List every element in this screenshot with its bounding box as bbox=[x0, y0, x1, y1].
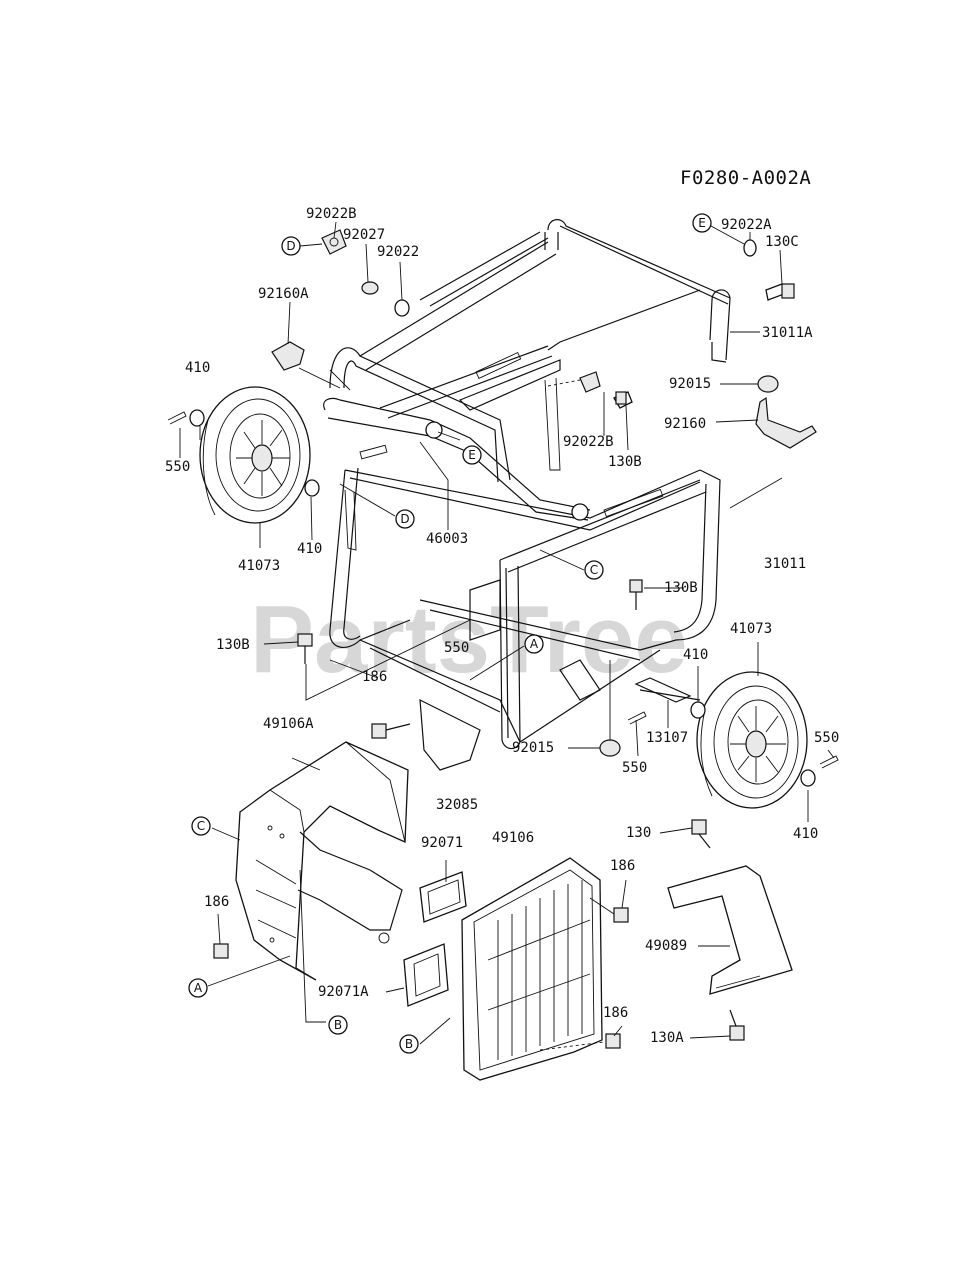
gasket-92071A bbox=[403, 943, 449, 1007]
part-label: 130B bbox=[664, 580, 698, 596]
handle-bar-46003 bbox=[323, 397, 591, 521]
heat-shield-49089 bbox=[667, 865, 793, 995]
diagram-id: F0280-A002A bbox=[680, 167, 811, 189]
svg-text:B: B bbox=[405, 1037, 413, 1051]
muffler-cover-49106A bbox=[235, 741, 409, 981]
part-label: 92160A bbox=[258, 286, 309, 302]
part-label: 186 bbox=[610, 858, 635, 874]
part-label: 92071A bbox=[318, 984, 369, 1000]
part-label: 550 bbox=[622, 760, 647, 776]
hardware-parts bbox=[167, 229, 839, 1049]
svg-text:D: D bbox=[400, 512, 409, 526]
marker-E-top: E bbox=[692, 213, 745, 245]
svg-text:C: C bbox=[590, 563, 598, 577]
marker-B-left: B bbox=[399, 1034, 419, 1054]
part-label: 41073 bbox=[730, 621, 772, 637]
skid-plate-32085 bbox=[419, 698, 481, 771]
part-label: 92015 bbox=[669, 376, 711, 392]
right-wheel-41073 bbox=[696, 671, 808, 809]
part-label: 550 bbox=[814, 730, 839, 746]
part-label: 410 bbox=[683, 647, 708, 663]
part-label: 31011 bbox=[764, 556, 806, 572]
part-label: 49089 bbox=[645, 938, 687, 954]
svg-text:D: D bbox=[286, 239, 295, 253]
part-label: 410 bbox=[185, 360, 210, 376]
part-label: 186 bbox=[603, 1005, 628, 1021]
left-wheel-41073 bbox=[199, 386, 311, 524]
part-label: 410 bbox=[793, 826, 818, 842]
part-label: 92022 bbox=[377, 244, 419, 260]
part-label: 49106 bbox=[492, 830, 534, 846]
marker-B-mid: B bbox=[328, 1015, 348, 1035]
part-label: 46003 bbox=[426, 531, 468, 547]
svg-text:A: A bbox=[530, 637, 539, 651]
part-label: 130A bbox=[650, 1030, 684, 1046]
part-label: 92022B bbox=[563, 434, 614, 450]
marker-A-mid: A bbox=[524, 634, 544, 654]
part-label: 550 bbox=[444, 640, 469, 656]
part-label: 41073 bbox=[238, 558, 280, 574]
svg-text:B: B bbox=[334, 1018, 342, 1032]
part-label: 92015 bbox=[512, 740, 554, 756]
leader-lines bbox=[179, 221, 835, 1051]
marker-D-mid: D bbox=[395, 509, 415, 529]
part-label: 550 bbox=[165, 459, 190, 475]
part-label: 92160 bbox=[664, 416, 706, 432]
part-label: 130C bbox=[765, 234, 799, 250]
part-label: 130 bbox=[626, 825, 651, 841]
part-label: 186 bbox=[204, 894, 229, 910]
svg-text:A: A bbox=[194, 981, 203, 995]
svg-text:C: C bbox=[197, 819, 205, 833]
part-label: 49106A bbox=[263, 716, 314, 732]
part-label: 92022B bbox=[306, 206, 357, 222]
marker-D-top: D bbox=[281, 236, 323, 256]
part-label: 130B bbox=[216, 637, 250, 653]
svg-text:E: E bbox=[698, 216, 706, 230]
reference-markers: D E E D C A C A bbox=[188, 213, 745, 1054]
svg-text:E: E bbox=[468, 448, 476, 462]
main-frame-31011 bbox=[329, 219, 731, 750]
marker-E-mid: E bbox=[462, 445, 482, 465]
part-label: 186 bbox=[362, 669, 387, 685]
marker-A-left: A bbox=[188, 978, 208, 998]
part-label: 13107 bbox=[646, 730, 688, 746]
part-label: 410 bbox=[297, 541, 322, 557]
part-label: 32085 bbox=[436, 797, 478, 813]
part-labels: 92022B 92027 92022 92160A 92022A 130C 31… bbox=[165, 206, 839, 1046]
marker-C-left: C bbox=[191, 816, 211, 836]
axle-13107 bbox=[634, 677, 701, 703]
part-label: 92027 bbox=[343, 227, 385, 243]
part-label: 92071 bbox=[421, 835, 463, 851]
part-label: 92022A bbox=[721, 217, 772, 233]
marker-C-right: C bbox=[584, 560, 604, 580]
part-label: 31011A bbox=[762, 325, 813, 341]
exhaust-cover-49106 bbox=[461, 857, 603, 1081]
gasket-92071 bbox=[419, 871, 467, 923]
part-label: 130B bbox=[608, 454, 642, 470]
watermark: PartsTree bbox=[250, 586, 688, 693]
